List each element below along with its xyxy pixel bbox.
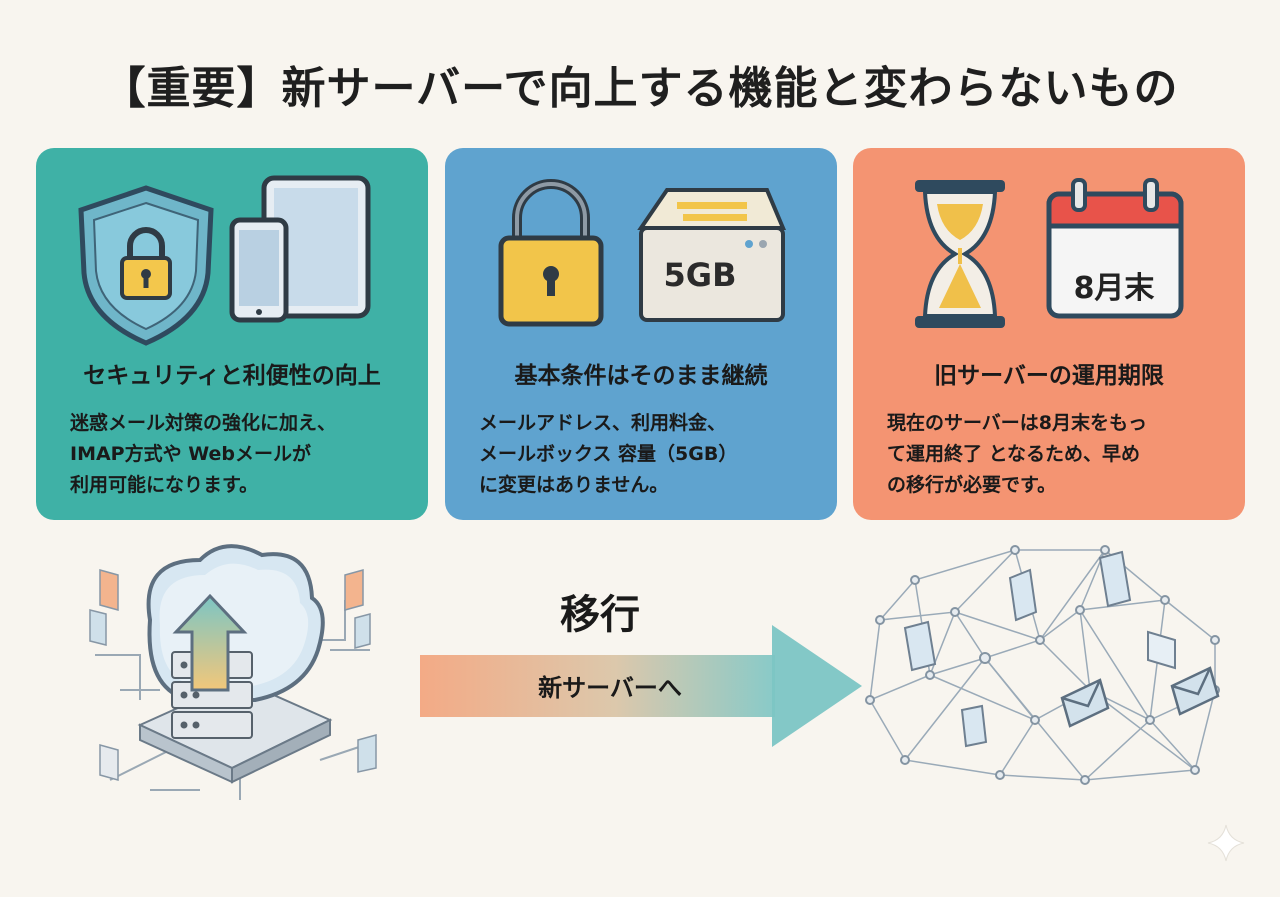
card-body: メールアドレス、利用料金、 メールボックス 容量（5GB） に変更はありません。 <box>479 408 819 501</box>
hourglass-icon <box>915 180 1005 328</box>
card-heading: セキュリティと利便性の向上 <box>83 363 381 389</box>
padlock-icon <box>498 179 604 327</box>
security-card: セキュリティと利便性の向上 迷惑メール対策の強化に加え、 IMAP方式や Web… <box>36 148 428 520</box>
card-body-line: メールボックス 容量（5GB） <box>479 443 738 465</box>
card-body-line: メールアドレス、利用料金、 <box>479 412 727 434</box>
card-body-line: IMAP方式や Webメールが <box>70 443 311 465</box>
calendar-date-label: 8月末 <box>1073 271 1155 306</box>
migration-arrow <box>420 625 862 747</box>
card-heading: 基本条件はそのまま継続 <box>514 363 768 389</box>
card-heading: 旧サーバーの運用期限 <box>934 363 1164 389</box>
calendar-icon <box>1046 178 1184 319</box>
card-body-line: 現在のサーバーは8月末をもっ <box>887 412 1148 434</box>
security-illustration <box>78 175 371 346</box>
storage-box-icon <box>637 188 787 322</box>
devices-icon <box>229 175 371 323</box>
deadline-card: 8月末 旧サーバーの運用期限 現在のサーバーは8月末をもっ て運用終了 となるた… <box>853 148 1245 520</box>
card-body-line: て運用終了 となるため、早め <box>887 443 1141 465</box>
deadline-illustration <box>915 178 1184 328</box>
storage-capacity-label: 5GB <box>663 256 737 294</box>
card-body-line: の移行が必要です。 <box>887 474 1057 496</box>
shield-lock-icon <box>78 185 214 346</box>
network-mail-icons <box>1060 666 1220 728</box>
card-body: 現在のサーバーは8月末をもっ て運用終了 となるため、早め の移行が必要です。 <box>887 408 1227 501</box>
card-body-line: 利用可能になります。 <box>70 474 259 496</box>
card-body-line: 迷惑メール対策の強化に加え、 <box>70 412 337 434</box>
continuity-illustration <box>498 179 787 327</box>
cloud-server-icon <box>89 544 377 800</box>
page-title: 【重要】新サーバーで向上する機能と変わらないもの <box>101 63 1179 114</box>
continuity-card: 5GB 基本条件はそのまま継続 メールアドレス、利用料金、 メールボックス 容量… <box>445 148 837 520</box>
migration-arrow-label: 新サーバーへ <box>538 674 682 702</box>
migration-label: 移行 <box>560 592 640 638</box>
network-document-icons <box>903 550 1176 748</box>
card-body-line: に変更はありません。 <box>479 474 669 496</box>
sparkle-icon <box>1207 824 1245 862</box>
migration-illustration <box>89 544 1220 800</box>
card-body: 迷惑メール対策の強化に加え、 IMAP方式や Webメールが 利用可能になります… <box>70 408 410 501</box>
